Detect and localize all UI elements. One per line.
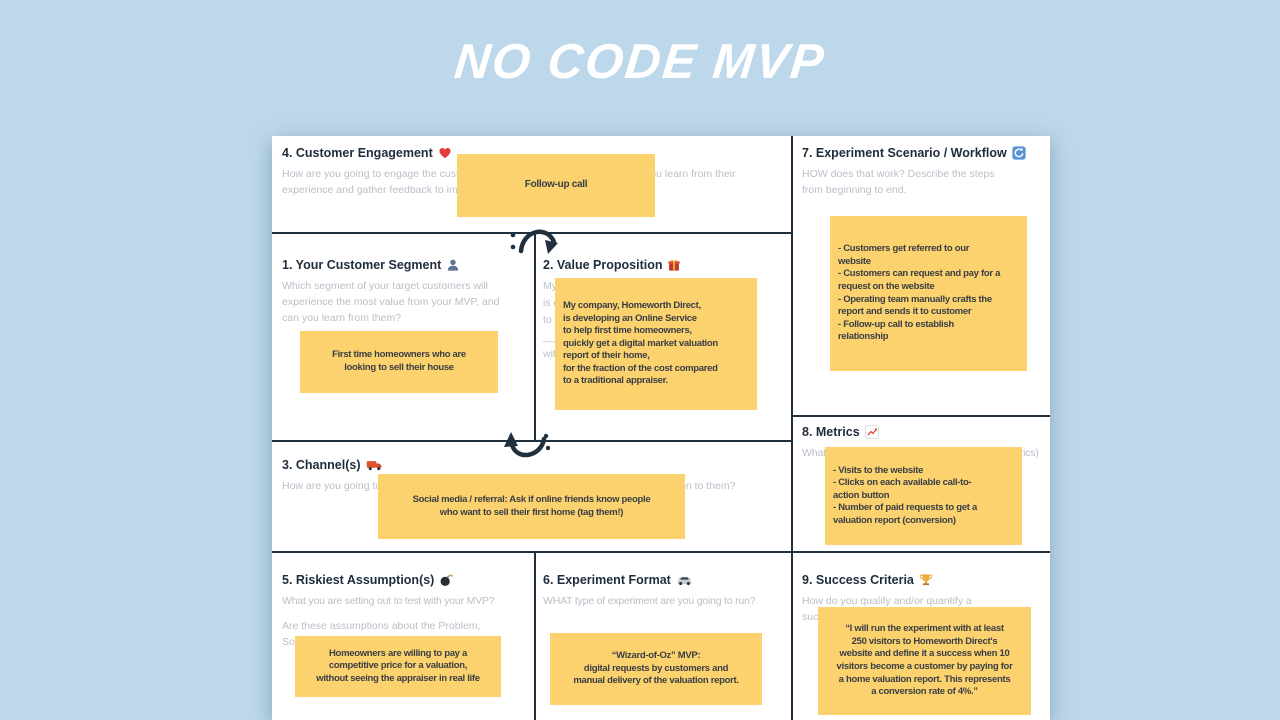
- curved-arrow-up-icon[interactable]: [497, 427, 559, 469]
- sticky-note-metrics[interactable]: - Visits to the website - Clicks on each…: [825, 447, 1022, 545]
- section-title: 7. Experiment Scenario / Workflow: [802, 146, 1050, 160]
- sticky-note-channels[interactable]: Social media / referral: Ask if online f…: [378, 474, 685, 539]
- section-experiment-format: 6. Experiment Format WHAT type of experi…: [535, 551, 792, 609]
- truck-icon: [366, 461, 381, 471]
- section-title: 4. Customer Engagement: [282, 146, 792, 160]
- section-prompt: WHAT type of experiment are you going to…: [543, 595, 756, 607]
- section-title: 1. Your Customer Segment: [282, 258, 535, 272]
- sticky-note-success-criteria[interactable]: “I will run the experiment with at least…: [818, 607, 1031, 715]
- sticky-note-follow-up-call[interactable]: Follow-up call: [457, 154, 655, 217]
- section-title-text: 6. Experiment Format: [543, 573, 671, 587]
- grid-line-v-mid-bottom: [534, 551, 536, 720]
- section-title-text: 2. Value Proposition: [543, 258, 663, 272]
- grid-line-h-row2: [272, 440, 792, 442]
- section-customer-segment: 1. Your Customer Segment Which segment o…: [272, 232, 535, 326]
- sticky-note-customer-segment[interactable]: First time homeowners who are looking to…: [300, 331, 498, 393]
- sticky-note-workflow-steps[interactable]: - Customers get referred to our website …: [830, 216, 1027, 371]
- section-prompt: Which segment of your target customers w…: [282, 280, 500, 324]
- section-title-text: 8. Metrics: [802, 425, 860, 439]
- section-title: 8. Metrics: [802, 425, 1050, 439]
- car-icon: [677, 576, 692, 586]
- section-title: 5. Riskiest Assumption(s): [282, 573, 535, 587]
- sticky-note-value-proposition[interactable]: My company, Homeworth Direct, is develop…: [555, 278, 757, 410]
- board-title: NO CODE MVP: [451, 35, 829, 89]
- section-title: 6. Experiment Format: [543, 573, 792, 587]
- section-title-text: 9. Success Criteria: [802, 573, 914, 587]
- section-title-text: 1. Your Customer Segment: [282, 258, 442, 272]
- section-title-text: 5. Riskiest Assumption(s): [282, 573, 435, 587]
- sticky-note-experiment-format[interactable]: “Wizard-of-Oz” MVP: digital requests by …: [550, 633, 762, 705]
- person-icon: [448, 259, 459, 271]
- section-title: 3. Channel(s): [282, 458, 792, 472]
- grid-line-h-row3: [272, 551, 1050, 553]
- section-title: 2. Value Proposition: [543, 258, 792, 272]
- counterclockwise-arrows-icon: [1012, 146, 1026, 160]
- section-title: 9. Success Criteria: [802, 573, 1050, 587]
- grid-line-h-right: [792, 415, 1050, 417]
- mvp-canvas: 4. Customer Engagement How are you going…: [272, 136, 1050, 720]
- section-title-text: 7. Experiment Scenario / Workflow: [802, 146, 1007, 160]
- sticky-note-riskiest-assumption[interactable]: Homeowners are willing to pay a competit…: [295, 636, 501, 697]
- heart-icon: [439, 147, 451, 159]
- bomb-icon: [440, 573, 454, 587]
- grid-line-v-main: [791, 136, 793, 720]
- chart-up-icon: [865, 425, 879, 439]
- section-experiment-workflow: 7. Experiment Scenario / Workflow HOW do…: [792, 136, 1050, 198]
- curved-arrow-down-icon[interactable]: [500, 218, 566, 264]
- section-title-text: 3. Channel(s): [282, 458, 361, 472]
- grid-line-v-mid-top: [534, 232, 536, 442]
- section-title-text: 4. Customer Engagement: [282, 146, 433, 160]
- trophy-icon: [919, 574, 933, 586]
- section-prompt: HOW does that work? Describe the steps f…: [802, 168, 995, 196]
- section-prompt: What you are setting out to test with yo…: [282, 595, 495, 607]
- gift-icon: [668, 259, 681, 271]
